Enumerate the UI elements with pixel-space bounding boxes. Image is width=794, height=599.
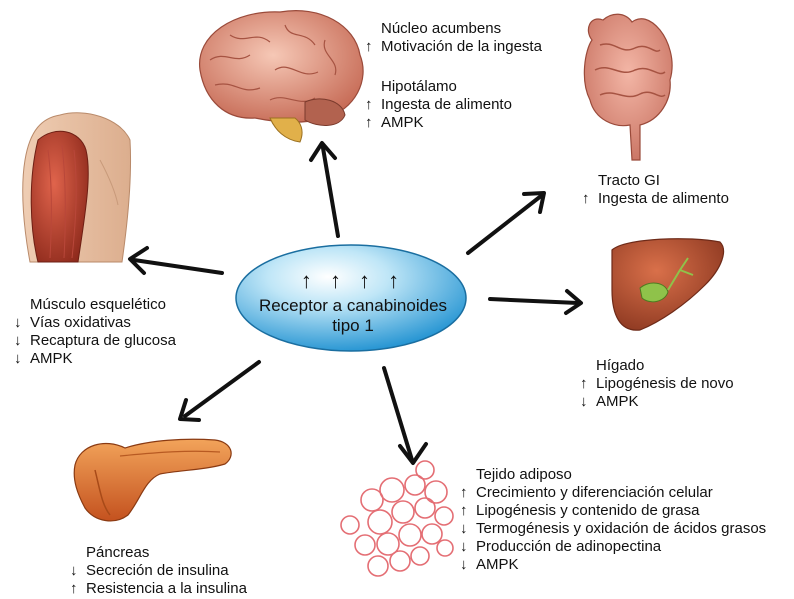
effect-line: ↓AMPK [14,350,176,368]
effect-line: Tracto GI [582,172,729,190]
effect-line: ↓Vías oxidativas [14,314,176,332]
liver-illustration [612,239,724,330]
arrow-to-pancreas [185,362,259,416]
effect-text: Tracto GI [598,172,660,189]
receptor-activation-arrows: ↑ ↑ ↑ ↑ [238,268,468,294]
effect-text: Lipogénesis y contenido de grasa [476,502,700,519]
up-arrow-icon: ↑ [365,96,381,114]
up-arrow-icon: ↑ [365,114,381,132]
effect-line: ↑Lipogénesis y contenido de grasa [460,502,766,520]
effect-text: Termogénesis y oxidación de ácidos graso… [476,520,766,537]
effect-text: Tejido adiposo [476,466,572,483]
up-arrow-icon: ↑ [580,375,596,393]
effect-line: Páncreas [70,544,247,562]
pancreas-illustration [74,439,231,521]
effect-text: Páncreas [86,544,149,561]
gi-tract-illustration [584,14,672,160]
effect-text: Ingesta de alimento [381,96,512,113]
effect-line: Músculo esquelético [14,296,176,314]
brain-illustration [200,11,364,142]
arrow-to-liver [490,299,578,303]
effect-line: Hígado [580,357,734,375]
effect-text: AMPK [30,350,73,367]
effect-line: ↑Crecimiento y diferenciación celular [460,484,766,502]
effect-line: ↑Resistencia a la insulina [70,580,247,598]
effect-text: Vías oxidativas [30,314,131,331]
down-arrow-icon: ↓ [14,332,30,350]
effect-line: ↓Producción de adinopectina [460,538,766,556]
brain-nucleus-text: Núcleo acumbens ↑Motivación de la ingest… [365,20,542,56]
effect-text: Recaptura de glucosa [30,332,176,349]
effect-line: ↓Termogénesis y oxidación de ácidos gras… [460,520,766,538]
effect-text: Núcleo acumbens [381,20,501,37]
effect-line: ↑Lipogénesis de novo [580,375,734,393]
arrow-to-muscle [134,260,222,273]
effect-text: Lipogénesis de novo [596,375,734,392]
effect-line: ↓Recaptura de glucosa [14,332,176,350]
effect-text: Hipotálamo [381,78,457,95]
receptor-label: Receptor a canabinoides tipo 1 [238,296,468,336]
muscle-text: Músculo esquelético ↓Vías oxidativas ↓Re… [14,296,176,368]
effect-line: ↑Ingesta de alimento [365,96,512,114]
muscle-illustration [23,113,131,262]
gi-tract-text: Tracto GI ↑Ingesta de alimento [582,172,729,208]
effect-text: Motivación de la ingesta [381,38,542,55]
pancreas-text: Páncreas ↓Secreción de insulina ↑Resiste… [70,544,247,598]
effect-text: Músculo esquelético [30,296,166,313]
down-arrow-icon: ↓ [14,350,30,368]
effect-line: ↑Motivación de la ingesta [365,38,542,56]
effect-text: Hígado [596,357,644,374]
effect-line: ↑AMPK [365,114,512,132]
receptor-label-line2: tipo 1 [238,316,468,336]
effect-line: ↓Secreción de insulina [70,562,247,580]
up-arrow-icon: ↑ [460,502,476,520]
effect-line: ↓AMPK [580,393,734,411]
effect-line: Hipotálamo [365,78,512,96]
effect-text: Producción de adinopectina [476,538,661,555]
effect-text: AMPK [476,556,519,573]
down-arrow-icon: ↓ [14,314,30,332]
effect-text: Secreción de insulina [86,562,229,579]
down-arrow-icon: ↓ [70,562,86,580]
arrow-to-gi [468,196,541,253]
effect-line: Tejido adiposo [460,466,766,484]
down-arrow-icon: ↓ [460,538,476,556]
effect-text: Resistencia a la insulina [86,580,247,597]
up-arrow-icon: ↑ [70,580,86,598]
liver-text: Hígado ↑Lipogénesis de novo ↓AMPK [580,357,734,411]
down-arrow-icon: ↓ [580,393,596,411]
up-arrow-icon: ↑ [365,38,381,56]
effect-text: AMPK [596,393,639,410]
down-arrow-icon: ↓ [460,520,476,538]
receptor-label-line1: Receptor a canabinoides [238,296,468,316]
up-arrow-icon: ↑ [460,484,476,502]
up-arrow-icon: ↑ [582,190,598,208]
arrow-to-adipose [384,368,412,460]
effect-line: ↑Ingesta de alimento [582,190,729,208]
adipose-text: Tejido adiposo ↑Crecimiento y diferencia… [460,466,766,574]
adipose-illustration [341,461,453,576]
effect-text: Crecimiento y diferenciación celular [476,484,713,501]
effect-text: AMPK [381,114,424,131]
effect-line: Núcleo acumbens [365,20,542,38]
effect-text: Ingesta de alimento [598,190,729,207]
brain-hypothalamus-text: Hipotálamo ↑Ingesta de alimento ↑AMPK [365,78,512,132]
arrow-to-brain [323,148,338,236]
effect-line: ↓AMPK [460,556,766,574]
down-arrow-icon: ↓ [460,556,476,574]
